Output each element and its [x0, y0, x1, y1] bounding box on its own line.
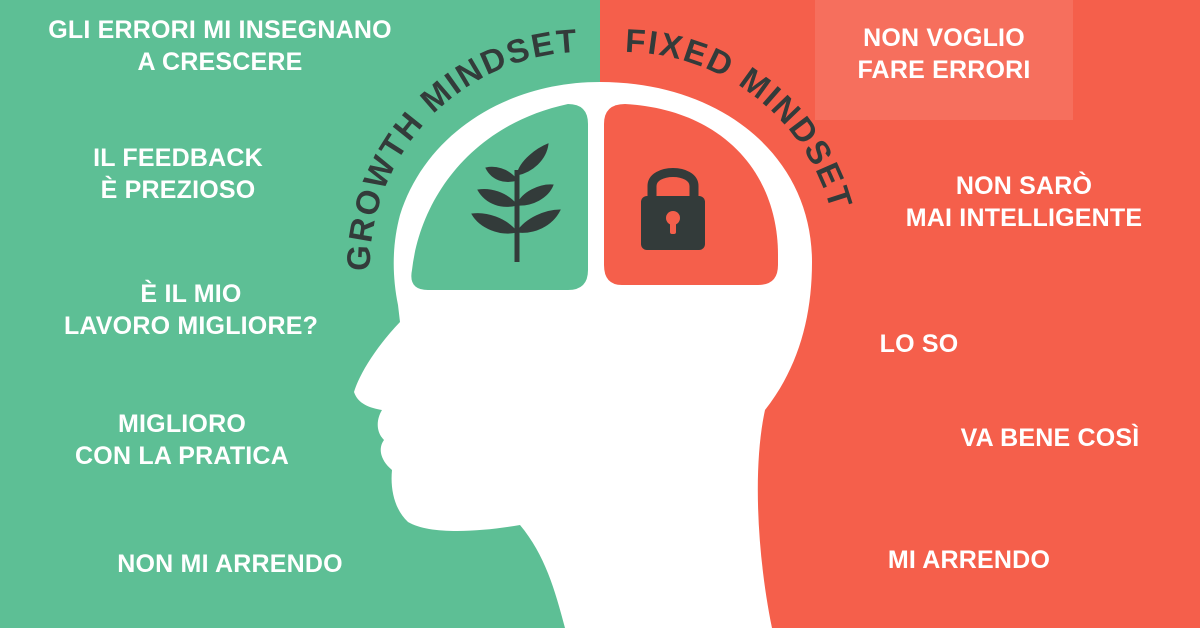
- growth-phrase-line2: LAVORO MIGLIORE?: [63, 312, 319, 340]
- fixed-phrase-line1: NON VOGLIO: [863, 24, 1025, 52]
- fixed-phrase-line2: MAI INTELLIGENTE: [905, 204, 1143, 232]
- fixed-phrase-line1: MI ARRENDO: [887, 546, 1051, 574]
- growth-phrase: NON MI ARRENDO: [117, 548, 342, 580]
- growth-phrase-line1: IL FEEDBACK: [93, 144, 263, 172]
- growth-phrase-line2: A CRESCERE: [137, 48, 303, 76]
- fixed-phrase-line1: LO SO: [879, 330, 959, 358]
- fixed-phrase-line1: VA BENE COSÌ: [960, 424, 1140, 452]
- fixed-phrase-line1: NON SARÒ: [955, 172, 1093, 200]
- fixed-phrase: NON SARÒ MAI INTELLIGENTE: [906, 170, 1143, 234]
- growth-phrase: MIGLIORO CON LA PRATICA: [75, 408, 289, 472]
- plant-sprout-icon: [471, 143, 561, 262]
- growth-phrase-line1: GLI ERRORI MI INSEGNANO: [48, 16, 392, 44]
- growth-phrase-line1: MIGLIORO: [118, 410, 246, 438]
- fixed-phrase: VA BENE COSÌ: [961, 422, 1140, 454]
- growth-phrase-line2: È PREZIOSO: [100, 176, 256, 204]
- fixed-phrase: NON VOGLIO FARE ERRORI: [857, 22, 1030, 86]
- growth-phrase-line1: È IL MIO: [140, 280, 242, 308]
- fixed-phrase: LO SO: [880, 328, 959, 360]
- fixed-phrase: MI ARRENDO: [888, 544, 1050, 576]
- growth-phrase: È IL MIO LAVORO MIGLIORE?: [64, 278, 318, 342]
- growth-phrase-line1: NON MI ARRENDO: [117, 550, 343, 578]
- padlock-icon: [641, 168, 705, 250]
- growth-phrase: IL FEEDBACK È PREZIOSO: [93, 142, 263, 206]
- fixed-phrase-line2: FARE ERRORI: [857, 56, 1031, 84]
- growth-phrase: GLI ERRORI MI INSEGNANO A CRESCERE: [48, 14, 392, 78]
- highlight-box: [815, 0, 1073, 120]
- growth-phrase-line2: CON LA PRATICA: [75, 442, 289, 470]
